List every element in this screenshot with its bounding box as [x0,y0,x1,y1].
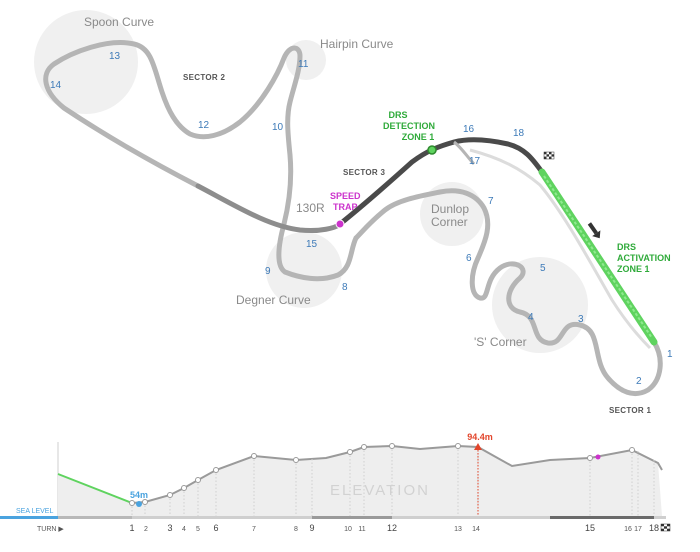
turn-axis-ticks: 1 2 3 4 5 6 7 8 9 10 11 12 13 14 15 16 1… [129,523,659,533]
turn-13-label: 13 [109,51,121,62]
corner-label-hairpin: Hairpin Curve [320,37,394,51]
svg-text:4: 4 [182,526,186,533]
svg-text:ZONE 1: ZONE 1 [617,264,650,274]
sector-3-label: SECTOR 3 [343,168,386,177]
svg-text:DETECTION: DETECTION [383,121,435,131]
speed-trap-label: SPEED TRAP [330,191,361,212]
svg-text:ZONE 1: ZONE 1 [402,132,435,142]
degner-highlight [266,232,342,308]
drs-detection-point [427,145,437,155]
corner-label-s-corner: 'S' Corner [474,335,527,349]
svg-text:7: 7 [252,526,256,533]
svg-text:15: 15 [585,523,595,533]
corner-highlights [34,10,588,353]
svg-text:13: 13 [454,526,462,533]
turn-18-label: 18 [513,128,525,139]
turn-1-label: 1 [667,349,673,360]
turn-16-label: 16 [463,124,475,135]
svg-text:14: 14 [472,526,480,533]
drs-detection-label: DRS DETECTION ZONE 1 [383,110,435,142]
turn-11-label: 11 [298,59,309,70]
elevation-max-label: 94.4m [467,432,493,442]
dunlop-highlight [420,182,484,246]
sector-1-label: SECTOR 1 [609,406,652,415]
elevation-turn-markers [129,443,635,506]
svg-text:5: 5 [196,526,200,533]
track-sector-2-back [195,183,343,233]
svg-text:8: 8 [294,526,298,533]
elevation-max-marker [474,443,482,450]
spoon-curve-highlight [34,10,138,114]
turn-gridlines [131,446,655,516]
turn-5-label: 5 [540,263,546,274]
elevation-speed-trap-marker [595,454,601,460]
svg-text:12: 12 [387,523,397,533]
svg-text:6: 6 [213,523,218,533]
svg-text:2: 2 [144,526,148,533]
svg-text:DRS: DRS [617,242,636,252]
corner-label-dunlop-corner: Corner [431,215,468,229]
pit-lane [469,148,652,350]
finish-flag-small-icon [660,523,671,532]
turn-8-label: 8 [342,282,348,293]
sea-level-label: SEA LEVEL [16,508,53,515]
corner-label-130r: 130R [296,201,325,215]
turn-14-label: 14 [50,80,62,91]
svg-text:3: 3 [167,523,172,533]
turn-axis-label: TURN ▶ [37,526,64,533]
elevation-min-marker [136,501,142,507]
elevation-title: ELEVATION [330,482,430,499]
turn-9-label: 9 [265,266,271,277]
turn-12-label: 12 [198,120,210,131]
turn-4-label: 4 [528,312,534,323]
elevation-min-label: 54m [130,490,148,500]
elevation-profile: 54m 94.4m ELEVATION SEA LEVEL TURN ▶ 1 2… [0,432,671,533]
speed-trap-point [335,219,345,229]
turn-15-label: 15 [306,239,318,250]
elevation-line [131,444,663,504]
elevation-area [58,446,662,516]
chicane-link [453,140,476,166]
svg-text:TRAP: TRAP [333,202,358,212]
turn-17-label: 17 [469,156,481,167]
direction-arrow-icon [587,222,601,239]
turn-7-label: 7 [488,196,494,207]
track-sector-2 [43,40,359,282]
svg-text:18: 18 [649,523,659,533]
turn-3-label: 3 [578,314,584,325]
corner-label-spoon: Spoon Curve [84,15,154,29]
svg-text:10: 10 [344,526,352,533]
sea-level-bar [0,516,58,519]
svg-text:DRS: DRS [388,110,407,120]
track-sector-1 [353,169,663,396]
svg-text:1: 1 [129,523,134,533]
turn-6-label: 6 [466,253,472,264]
turn-10-label: 10 [272,122,284,133]
track-sector-3 [337,137,545,227]
turn-2-label: 2 [636,376,642,387]
svg-text:SPEED: SPEED [330,191,361,201]
sector-2-label: SECTOR 2 [183,73,226,82]
corner-label-degner: Degner Curve [236,293,311,307]
finish-flag-icon [543,151,555,160]
corner-label-dunlop: Dunlop [431,202,469,216]
svg-text:17: 17 [634,526,642,533]
drs-activation-label: DRS ACTIVATION ZONE 1 [617,242,671,274]
drs-zone-texture [543,175,653,339]
svg-text:11: 11 [358,526,365,533]
svg-text:16: 16 [624,526,632,533]
svg-text:ACTIVATION: ACTIVATION [617,253,671,263]
turn-numbers: 1 2 3 4 5 6 7 8 9 10 11 12 13 14 15 16 1… [50,51,673,387]
elevation-drs-segment [57,473,133,504]
svg-text:9: 9 [309,523,314,533]
